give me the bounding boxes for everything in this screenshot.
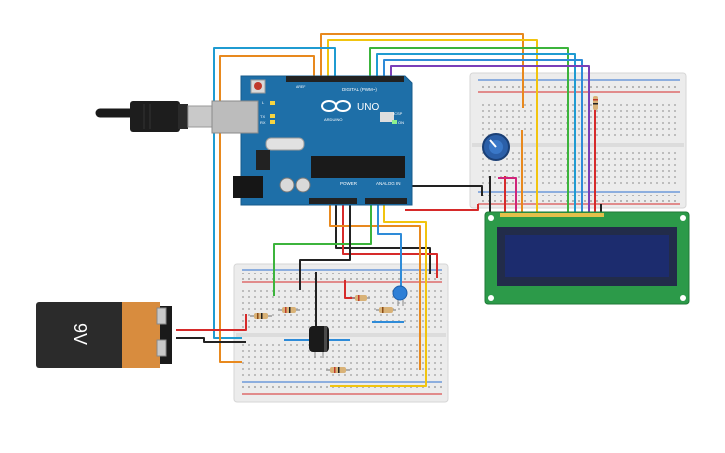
capacitor[interactable] [309,326,329,358]
wires [176,33,602,387]
digital-header-label: DIGITAL (PWM~) [342,87,377,92]
lcd-16x2[interactable] [484,211,690,305]
wire-orange-1[interactable] [320,33,524,108]
wire-green-2[interactable] [273,200,372,296]
reset-button-icon[interactable] [250,79,266,94]
digital-header[interactable] [286,76,404,82]
usb-plug-icon[interactable] [95,101,215,132]
board-model: UNO [357,102,379,113]
potentiometer-icon[interactable] [482,133,510,161]
wire-teal-1[interactable] [376,53,576,212]
arduino-logo [321,100,351,112]
dc-jack[interactable] [233,176,263,198]
resistor-4[interactable] [376,307,396,313]
wire-black-3[interactable] [299,200,351,290]
wire-black-battery[interactable] [176,337,246,343]
battery-terminal-positive[interactable] [156,307,167,325]
battery-9v[interactable]: 9V [36,302,172,368]
resistor-1[interactable] [250,313,272,319]
wire-black-arduino-right[interactable] [405,185,483,196]
analog-header-label: ANALOG IN [376,181,401,186]
wire-red-battery[interactable] [176,314,247,331]
lcd-header-pins[interactable] [500,213,604,217]
wire-orange-2[interactable] [329,200,421,370]
led-rx-label: RX [260,120,266,125]
lcd-screen [505,235,669,277]
board-brand: ARDUINO [324,117,342,122]
wire-yellow-2[interactable] [330,200,427,387]
aref-label: AREF [296,85,305,89]
breadboard-bottom[interactable] [233,263,449,403]
led-blue[interactable] [392,285,408,306]
usb-port[interactable] [211,100,259,134]
resistor-right[interactable] [593,96,598,110]
wire-teal-left[interactable] [213,47,336,339]
wire-red-arduino-right[interactable] [405,204,479,211]
led-l-label: L [262,100,265,105]
wire-pink-1[interactable] [498,177,517,212]
resistor-3[interactable] [352,295,370,301]
resistor-2[interactable] [278,307,300,313]
on-label: ON [398,120,404,125]
analog-header[interactable] [365,198,407,204]
wire-blue-2[interactable] [377,200,402,294]
battery-terminal-negative[interactable] [156,339,167,357]
battery-label: 9V [70,323,90,345]
power-header[interactable] [309,198,357,204]
wire-yellow-1[interactable] [327,39,538,212]
wire-orange-left[interactable] [219,55,315,363]
power-header-label: POWER [340,181,358,186]
arduino-uno-board[interactable]: UNO ARDUINO DIGITAL (PWM~) POWER ANALOG … [211,75,413,206]
atmega-chip [311,156,405,178]
icsp-label: ICSP [393,111,403,116]
led-tx-label: TX [260,114,265,119]
wire-blue-1[interactable] [383,59,583,212]
wire-purple-1[interactable] [390,65,590,212]
resistor-5[interactable] [326,367,350,373]
wire-black-2[interactable] [335,200,431,274]
wire-red-3[interactable] [344,280,355,299]
wire-green-1[interactable] [369,47,569,212]
